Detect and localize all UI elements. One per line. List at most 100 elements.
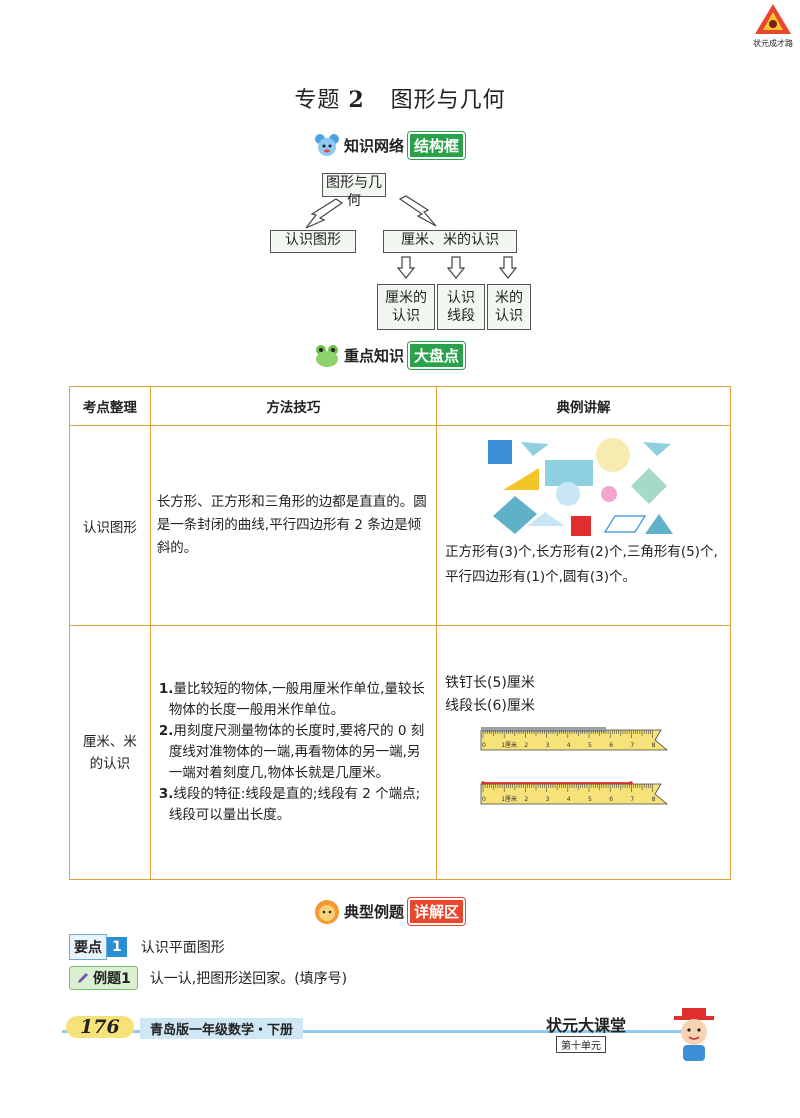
keypoint-number: 1 <box>107 937 127 957</box>
section-header-examples: 典型例题 详解区 <box>314 898 466 925</box>
circle-shape <box>596 438 630 472</box>
example-text: 正方形有(3)个,长方形有(2)个,三角形有(5)个,平行四边形有(1)个,圆有… <box>445 544 718 585</box>
triangle-shape <box>521 442 549 456</box>
footer: 176 青岛版一年级数学・下册 状元大课堂 第十单元 <box>62 1014 682 1053</box>
list-item: 1.量比较短的物体,一般用厘米作单位,量较长物体的长度一般用米作单位。 <box>158 681 425 718</box>
network-leaf-segment: 认识 线段 <box>437 284 485 330</box>
square-shape <box>488 440 512 464</box>
leaf-line: 认识 <box>392 308 420 324</box>
keypoint-heading: 要点 1 认识平面图形 <box>69 934 225 960</box>
ruler-tick-label: 4 <box>567 742 571 749</box>
method-list: 1.量比较短的物体,一般用厘米作单位,量较长物体的长度一般用米作单位。 2.用刻… <box>151 679 436 826</box>
ruler-tick-label: 3 <box>546 796 550 803</box>
square-shape <box>631 468 667 504</box>
shapes-illustration <box>488 438 673 536</box>
leaf-line: 线段 <box>447 308 475 324</box>
rectangle-shape <box>545 460 593 486</box>
ruler-tick-label: 0 <box>482 796 486 803</box>
boy-mascot-icon <box>674 1008 714 1061</box>
triangle-shape <box>503 468 539 490</box>
ruler-tick-label: 1厘米 <box>501 741 517 749</box>
keypoints-table: 考点整理 方法技巧 典例讲解 认识图形 长方形、正方形和三角形的边都是直直的。圆… <box>69 386 731 880</box>
title-prefix: 专题 <box>294 88 341 113</box>
page-number: 176 <box>66 1016 134 1038</box>
example-cell: 正方形有(3)个,长方形有(2)个,三角形有(5)个,平行四边形有(1)个,圆有… <box>436 425 731 626</box>
section-label: 知识网络 <box>344 137 405 155</box>
table-row: 厘米、米 的认识 1.量比较短的物体,一般用厘米作单位,量较长物体的长度一般用米… <box>69 625 731 880</box>
ruler-tick-label: 0 <box>482 742 486 749</box>
triangle-shape <box>527 512 565 526</box>
network-arrows <box>305 195 518 279</box>
leaf-line: 米的 <box>495 290 523 306</box>
pencil-icon <box>78 973 88 983</box>
list-item: 3.线段的特征:线段是直的;线段有 2 个端点;线段可以量出长度。 <box>158 786 421 823</box>
book-title: 青岛版一年级数学・下册 <box>140 1018 304 1039</box>
list-item: 2.用刻度尺测量物体的长度时,要将尺的 0 刻度线对准物体的一端,再看物体的另一… <box>158 723 425 781</box>
keypoint-title: 认识平面图形 <box>140 940 225 956</box>
leaf-line: 认识 <box>447 290 475 306</box>
section-label: 重点知识 <box>344 347 405 365</box>
mouse-mascot-icon <box>315 133 339 156</box>
network-right: 厘米、米的认识 <box>383 230 517 253</box>
example-badge: 例题1 <box>69 966 138 990</box>
example-line: 铁钉长(5)厘米 <box>445 675 535 691</box>
table-header-row: 考点整理 方法技巧 典例讲解 <box>69 386 731 426</box>
topic-cell: 厘米、米 的认识 <box>69 625 151 880</box>
brand-name: 状元大课堂 <box>546 1016 627 1035</box>
ruler-tick-label: 7 <box>630 742 634 749</box>
method-cell: 1.量比较短的物体,一般用厘米作单位,量较长物体的长度一般用米作单位。 2.用刻… <box>149 625 438 880</box>
square-shape <box>571 516 591 536</box>
ruler-tick-label: 3 <box>546 742 550 749</box>
table-header: 方法技巧 <box>149 386 438 426</box>
section-label: 典型例题 <box>344 903 405 921</box>
method-text: 长方形、正方形和三角形的边都是直直的。圆是一条封闭的曲线,平行四边形有 2 条边… <box>156 494 427 556</box>
example-question: 认一认,把图形送回家。(填序号) <box>149 971 348 987</box>
example-heading: 例题1 认一认,把图形送回家。(填序号) <box>69 966 347 990</box>
table-header: 典例讲解 <box>436 386 731 426</box>
triangle-shape <box>645 514 673 534</box>
keypoint-label: 要点 <box>69 934 107 960</box>
ruler-tick-label: 4 <box>567 796 571 803</box>
triangle-shape <box>643 442 671 456</box>
ruler-tick-label: 8 <box>652 742 656 749</box>
title-number: 2 <box>348 87 365 113</box>
section-header-network: 知识网络 结构框 <box>314 132 466 159</box>
ruler-tick-label: 7 <box>630 796 634 803</box>
topic-line: 的认识 <box>89 755 131 772</box>
method-cell: 长方形、正方形和三角形的边都是直直的。圆是一条封闭的曲线,平行四边形有 2 条边… <box>149 425 438 626</box>
ruler-tick-label: 1厘米 <box>501 795 517 803</box>
topic-cell: 认识图形 <box>69 425 151 626</box>
square-shape <box>493 496 537 534</box>
nail-shape <box>481 727 606 732</box>
network-leaf-cm: 厘米的 认识 <box>377 284 435 330</box>
example-line: 线段长(6)厘米 <box>445 698 535 714</box>
network-leaf-m: 米的 认识 <box>487 284 531 330</box>
topic-line: 厘米、米 <box>82 733 137 750</box>
publisher-logo: 状元成才路 <box>748 2 798 50</box>
ruler-tick-label: 8 <box>652 796 656 803</box>
footer-rule <box>62 1030 682 1033</box>
section-header-keypoints: 重点知识 大盘点 <box>314 342 466 369</box>
page-title: 专题 2 图形与几何 <box>0 82 800 114</box>
logo-text: 状元成才路 <box>753 39 793 48</box>
section-tag: 结构框 <box>408 132 466 159</box>
ruler-tick-label: 2 <box>524 796 528 803</box>
leaf-line: 厘米的 <box>385 290 427 306</box>
leaf-line: 认识 <box>495 308 523 324</box>
ruler-tick-label: 5 <box>588 742 592 749</box>
ruler-tick-label: 5 <box>588 796 592 803</box>
network-root: 图形与几何 <box>322 173 386 209</box>
section-tag: 详解区 <box>408 898 466 925</box>
circle-shape <box>601 486 617 502</box>
frog-mascot-icon <box>316 344 338 367</box>
table-header: 考点整理 <box>69 386 151 426</box>
ruler-tick-label: 2 <box>524 742 528 749</box>
title-main: 图形与几何 <box>390 88 506 113</box>
circle-shape <box>556 482 580 506</box>
logo-icon <box>755 4 791 34</box>
section-tag: 大盘点 <box>408 342 466 369</box>
parallelogram-shape <box>603 515 647 533</box>
